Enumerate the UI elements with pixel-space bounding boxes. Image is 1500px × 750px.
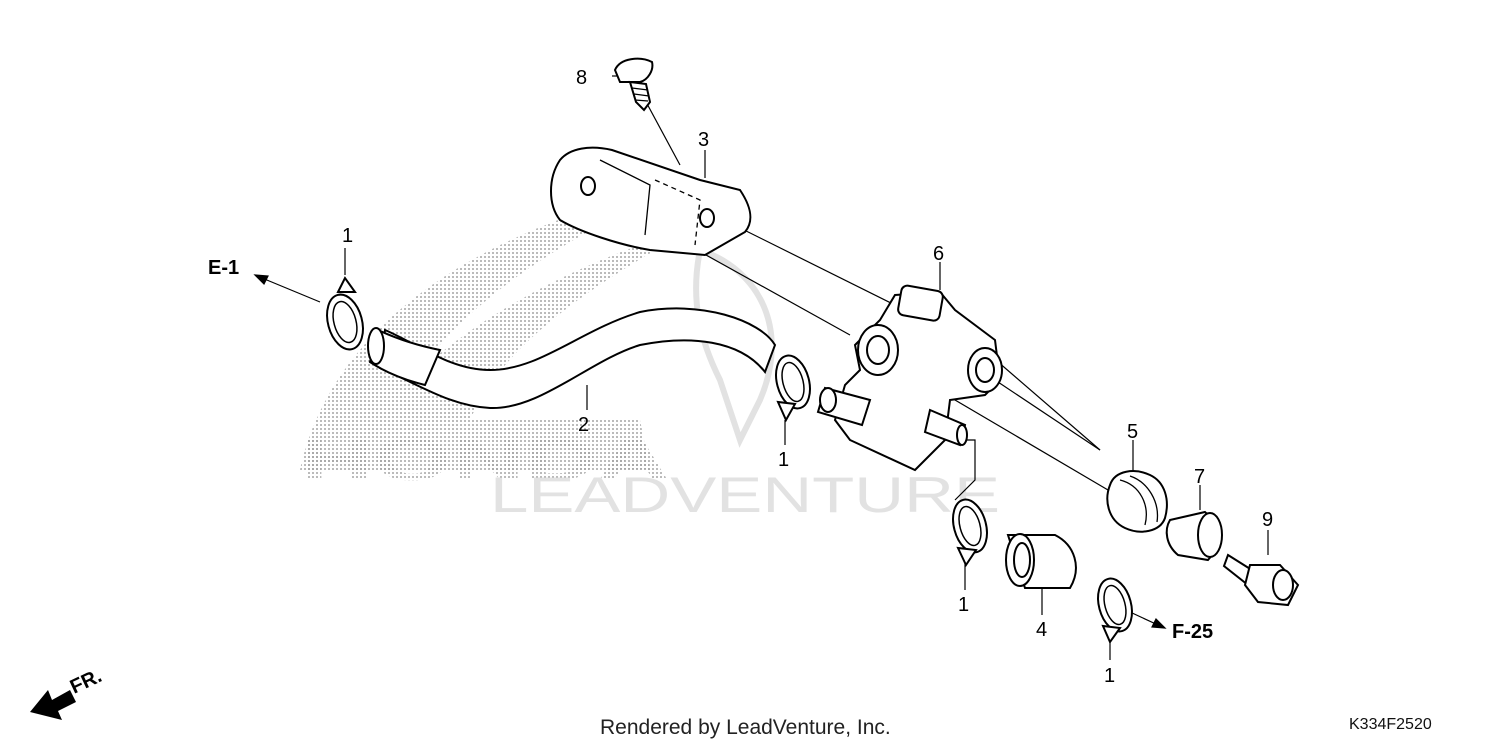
callout-7: 7 [1194,466,1205,488]
callout-2: 2 [578,414,589,436]
clip-part-1-c [952,498,988,568]
bolt-part-9 [1222,553,1300,607]
callout-9: 9 [1262,509,1273,531]
reference-f25[interactable]: F-25 [1172,621,1213,643]
callout-1-middle: 1 [778,449,789,471]
reference-e1[interactable]: E-1 [208,257,239,279]
diagram-code: K334F2520 [1349,716,1432,733]
screw-part-8 [613,57,654,112]
leadventure-logo-watermark [693,246,775,448]
front-direction-arrow [30,690,76,720]
reference-arrows [253,274,1167,629]
clip-part-1-d [1097,577,1133,645]
clip-part-1-b [775,354,811,423]
hose-part-2 [367,307,777,410]
bracket-part-3 [550,146,752,257]
callout-1-lower: 1 [958,594,969,616]
clip-part-1 [326,276,364,351]
callout-1-bottom: 1 [1104,665,1115,687]
footer-credit: Rendered by LeadVenture, Inc. [600,716,891,739]
callout-8: 8 [576,67,587,89]
tube-part-4 [1005,533,1077,589]
honda-brand-watermark: HONDA [300,426,670,493]
collar-part-7 [1165,510,1223,562]
callout-5: 5 [1127,421,1138,443]
callout-4: 4 [1036,619,1047,641]
callout-1-top: 1 [342,225,353,247]
valve-part-6 [816,284,1003,472]
callout-3: 3 [698,129,709,151]
grommet-part-5 [1106,470,1168,533]
front-direction-label: FR. [67,665,105,699]
callout-6: 6 [933,243,944,265]
honda-wing-watermark [300,185,700,470]
leadventure-watermark: LEADVENTURE [490,467,1000,523]
